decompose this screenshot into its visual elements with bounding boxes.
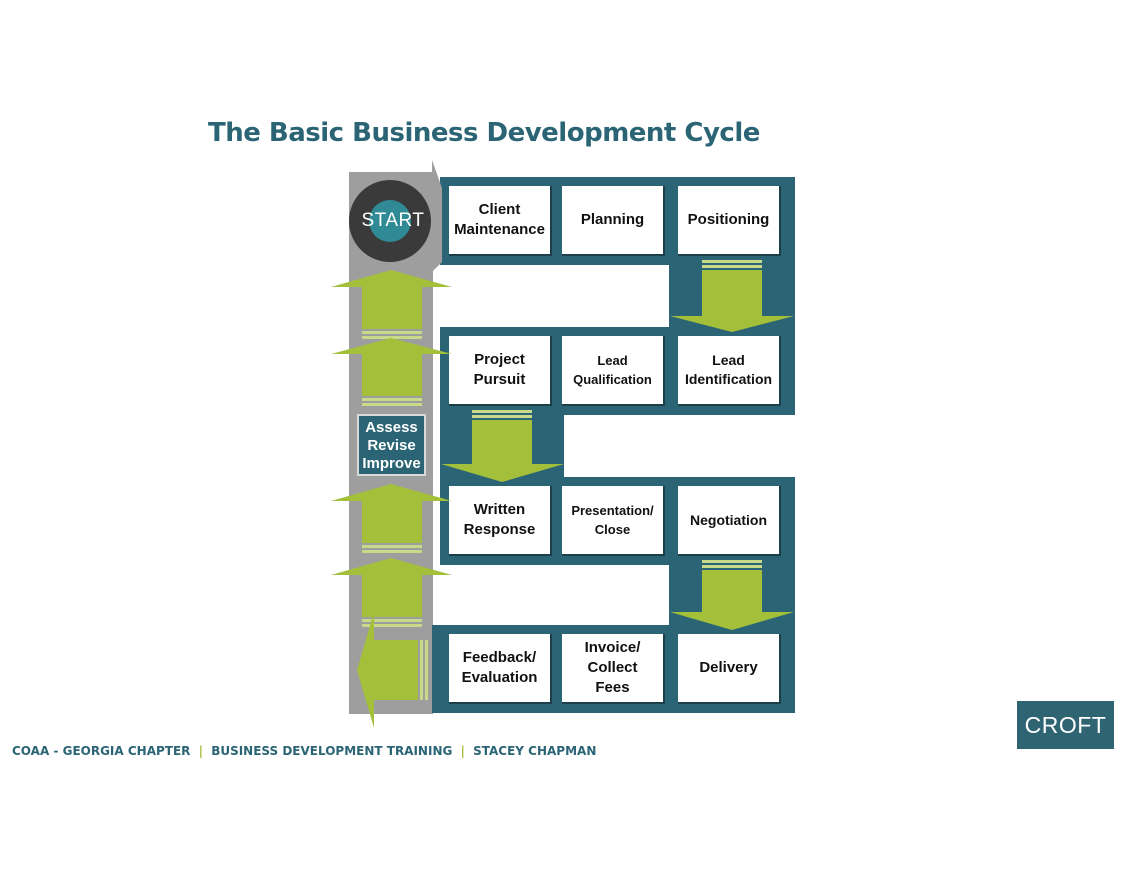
start-label: START	[361, 210, 425, 231]
step-written-response: Written Response	[449, 486, 552, 556]
left-arrow-icon	[357, 612, 428, 728]
up-arrow-icon	[331, 338, 452, 406]
logo-text: CROFT	[1024, 711, 1107, 738]
assess-revise-improve-box: Assess Revise Improve	[357, 414, 426, 476]
step-positioning: Positioning	[678, 186, 781, 256]
up-arrow-icon	[331, 558, 452, 627]
step-presentation-close: Presentation/ Close	[562, 486, 665, 556]
step-delivery: Delivery	[678, 634, 781, 704]
footer-separator: |	[460, 744, 465, 758]
step-client-maintenance: Client Maintenance	[449, 186, 552, 256]
step-lead-qualification: Lead Qualification	[562, 336, 665, 406]
footer: COAA - GEORGIA CHAPTER | BUSINESS DEVELO…	[12, 744, 596, 758]
croft-logo: CROFT	[1017, 701, 1114, 749]
diagram-title: The Basic Business Development Cycle	[208, 118, 760, 148]
start-pointer-icon	[432, 160, 442, 272]
up-arrow-icon	[331, 484, 452, 553]
step-negotiation: Negotiation	[678, 486, 781, 556]
step-project-pursuit: Project Pursuit	[449, 336, 552, 406]
step-lead-identification: Lead Identification	[678, 336, 781, 406]
down-arrow-icon	[670, 560, 794, 630]
down-arrow-icon	[441, 410, 564, 482]
up-arrow-icon	[331, 270, 452, 339]
footer-training: BUSINESS DEVELOPMENT TRAINING	[211, 744, 453, 758]
step-feedback-evaluation: Feedback/ Evaluation	[449, 634, 552, 704]
start-circle-icon	[349, 180, 431, 262]
footer-separator: |	[198, 744, 203, 758]
footer-organization: COAA - GEORGIA CHAPTER	[12, 744, 191, 758]
down-arrow-icon	[670, 260, 794, 332]
step-invoice-collect-fees: Invoice/ Collect Fees	[562, 634, 665, 704]
step-planning: Planning	[562, 186, 665, 256]
start-center	[369, 200, 411, 242]
footer-presenter: STACEY CHAPMAN	[473, 744, 597, 758]
